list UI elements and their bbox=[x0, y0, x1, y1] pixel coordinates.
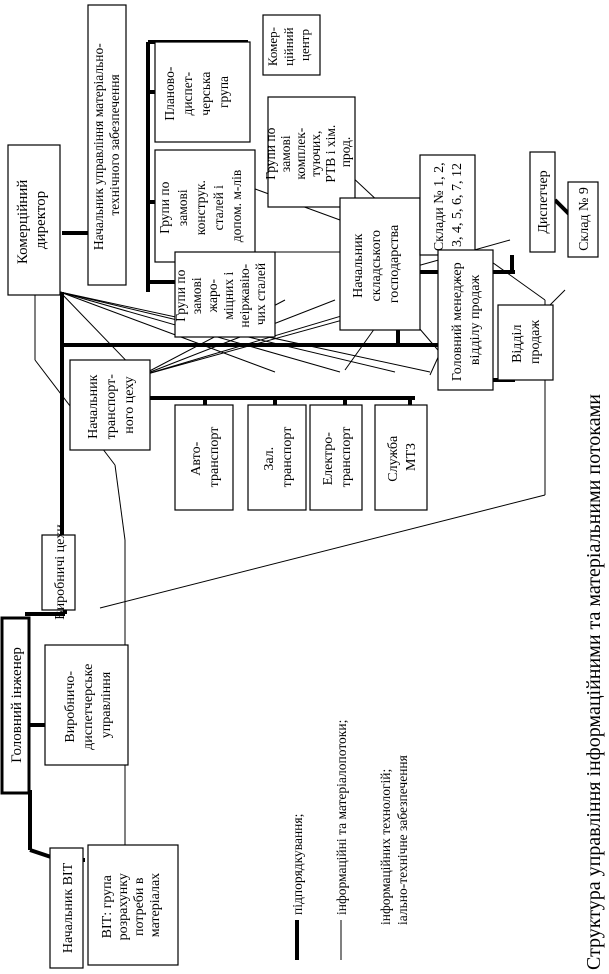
components-group-label: Групи по замові комплек- туючих, РТВ і х… bbox=[263, 121, 353, 182]
chief-engineer-label: Головний інженер bbox=[9, 647, 25, 763]
dispatcher-label: Диспетчер bbox=[536, 170, 551, 233]
planning-group-box bbox=[154, 41, 251, 143]
mts-head-label: Начальник управління матеріально- техніч… bbox=[91, 40, 122, 250]
vit-group-label: ВІТ: група розрахунку потреби в матеріал… bbox=[100, 870, 163, 941]
commercial-center-box bbox=[262, 14, 321, 76]
transport-head-label: Начальник транспорт- ного цеху bbox=[86, 371, 137, 440]
struct-steel-group-box bbox=[154, 149, 256, 263]
commercial-director-box bbox=[7, 144, 61, 296]
warehouse9-box bbox=[567, 181, 599, 258]
warehouses-label: Склади № 1, 2, 3, 4, 5, 6, 7, 12 bbox=[432, 159, 465, 251]
electro-box bbox=[309, 404, 363, 511]
sales-dept-box bbox=[497, 304, 554, 381]
legend-subordination-label: підпорядкування; bbox=[290, 814, 305, 915]
vit-group-box bbox=[87, 844, 179, 966]
rail-label: Зал. транспорт bbox=[262, 427, 295, 488]
dispatcher-box bbox=[529, 151, 556, 253]
sales-manager-box bbox=[437, 249, 494, 391]
legend-line3: інформаційних технологій; bbox=[378, 769, 393, 925]
warehouses-box bbox=[419, 154, 476, 256]
legend: підпорядкування; інформаційні та матеріа… bbox=[290, 720, 410, 960]
legend-line4: іально-технічне забезпечення bbox=[395, 755, 410, 925]
sales-dept-label: Відділ продаж bbox=[510, 320, 543, 364]
vit-head-label: Начальник ВІТ bbox=[61, 862, 76, 953]
struct-steel-group-label: Групи по замові конструк. сталей і допом… bbox=[157, 170, 244, 243]
warehouse9-label: Склад № 9 bbox=[577, 187, 592, 251]
dispatch-mgmt-box bbox=[44, 644, 129, 766]
auto-label: Авто- транспорт bbox=[189, 427, 222, 488]
dispatch-mgmt-label: Виробничо- диспетчерське управління bbox=[63, 660, 114, 750]
components-group-box bbox=[267, 96, 356, 208]
mtz-box bbox=[374, 404, 428, 511]
sales-manager-label: Головний менеджер відділу продаж bbox=[450, 259, 483, 381]
heat-resistant-group-label: Групи по замові жаро- міцних і неіржавію… bbox=[173, 260, 268, 327]
heat-resistant-group-box bbox=[174, 251, 276, 338]
warehouse-head-box bbox=[339, 197, 421, 331]
transport-head-box bbox=[69, 359, 151, 451]
diagram-title: Структура управління інформаційними та м… bbox=[583, 394, 605, 970]
chief-engineer-box bbox=[0, 616, 31, 795]
labels: Комерційний директор Начальник управлінн… bbox=[9, 24, 592, 953]
production-shops-label: Виробничі цехи bbox=[53, 524, 68, 620]
electro-label: Електро- транспорт bbox=[321, 427, 354, 488]
mts-head-box bbox=[87, 4, 127, 286]
commercial-director-label: Комерційний директор bbox=[15, 176, 49, 264]
production-shops-box bbox=[41, 534, 76, 611]
mtz-label: Служба МТЗ bbox=[386, 432, 419, 481]
warehouse-head-label: Начальник складського господарства bbox=[351, 224, 402, 303]
vit-head-box bbox=[49, 847, 84, 969]
boxes bbox=[0, 4, 599, 969]
legend-info-flows-label: інформаційні та матеріалопотоки; bbox=[334, 720, 349, 915]
rail-box bbox=[247, 404, 307, 511]
auto-box bbox=[174, 404, 234, 511]
commercial-center-label: Комер- ційний центр bbox=[265, 24, 312, 66]
planning-group-label: Планово- диспет- черська група bbox=[162, 63, 231, 120]
